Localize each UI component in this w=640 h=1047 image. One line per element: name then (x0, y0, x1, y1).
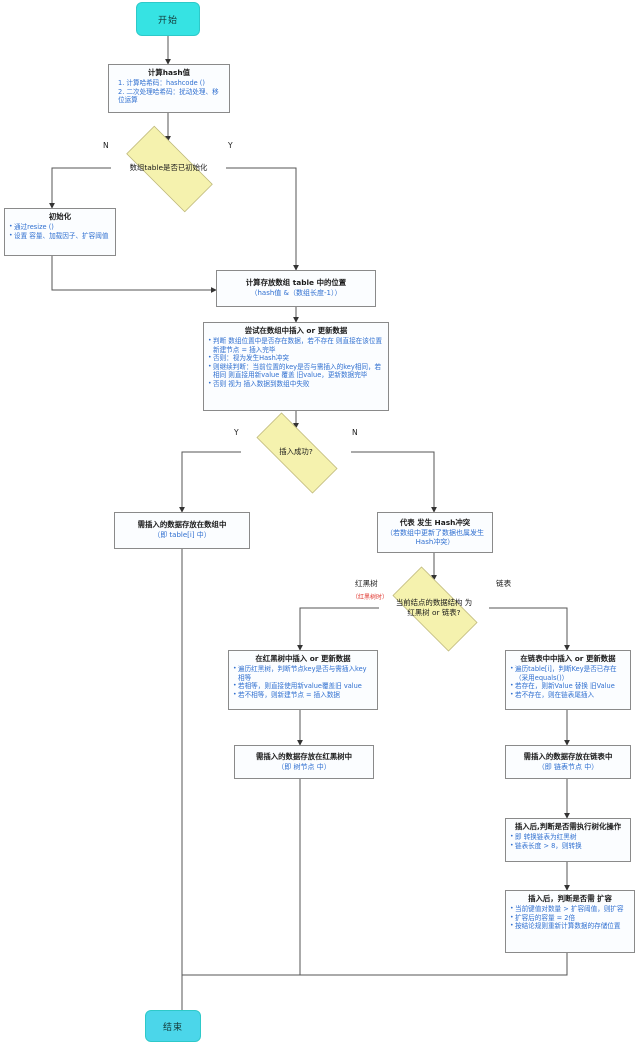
node-list-insert-line-2: 若存在，则新Value 替换 旧Value (510, 682, 626, 691)
node-start: 开始 (136, 2, 200, 36)
node-rbtree-insert-title: 在红黑树中插入 or 更新数据 (255, 654, 351, 663)
node-hash-conflict-sub: （若数组中更新了数据也属发生 Hash冲突） (386, 529, 484, 546)
node-stored-in-list-title: 需插入的数据存放在链表中 (523, 751, 613, 761)
node-rbtree-insert: 在红黑树中插入 or 更新数据 遍历红黑树，判断节点key是否与需插入key 相… (228, 650, 378, 710)
node-treeify-check-title: 插入后,判断是否需执行树化操作 (514, 822, 622, 831)
node-initialize-line-1: 通过resize () (9, 223, 111, 232)
node-list-insert-line-1: 遍历table[i]，判断Key是否已存在（采用equals()） (510, 665, 626, 682)
node-hash-conflict-title: 代表 发生 Hash冲突 (399, 518, 471, 527)
node-try-insert-line-4: 否则 视为 插入数据到数组中失败 (208, 380, 384, 389)
node-list-insert-line-3: 若不存在，则在链表尾插入 (510, 691, 626, 700)
node-decision-node-structure: 当前结点的数据结构 为 红黑树 or 链表? (379, 566, 489, 652)
node-stored-in-array-sub: （即 table[i] 中） (153, 531, 211, 539)
node-hash-conflict: 代表 发生 Hash冲突 （若数组中更新了数据也属发生 Hash冲突） (377, 512, 493, 553)
node-stored-in-rbtree-sub: （即 树节点 中） (277, 762, 331, 771)
node-treeify-check-line-2: 链表长度 > 8，则转换 (510, 842, 626, 851)
node-resize-check-title: 插入后，判断是否需 扩容 (528, 894, 612, 903)
node-treeify-check: 插入后,判断是否需执行树化操作 即 转换链表为红黑树 链表长度 > 8，则转换 (505, 818, 631, 862)
node-calc-hash-line-1: 1. 计算哈希码：hashcode () (118, 79, 205, 87)
node-calc-hash: 计算hash值 1. 计算哈希码：hashcode () 2. 二次处理哈希码：… (108, 64, 230, 113)
node-decision-table-initialized-text: 数组table是否已初始化 (129, 163, 208, 172)
edge-label-structure-rbtree-note: （红黑树时） (352, 594, 389, 601)
node-end: 结束 (145, 1010, 201, 1042)
node-list-insert: 在链表中中插入 or 更新数据 遍历table[i]，判断Key是否已存在（采用… (505, 650, 631, 710)
node-initialize-line-2: 设置 容量、加载因子、扩容阈值 (9, 232, 111, 241)
node-try-insert-title: 尝试在数组中插入 or 更新数据 (244, 326, 348, 335)
node-try-insert-line-1: 判断 数组位置中是否存在数据，若不存在 则直接在该位置新建节点 = 插入完毕 (208, 337, 384, 354)
node-stored-in-list: 需插入的数据存放在链表中 （即 链表节点 中） (505, 745, 631, 779)
node-calc-hash-line-2: 2. 二次处理哈希码：扰动处理、移位运算 (118, 87, 219, 105)
node-decision-insert-success: 插入成功? (241, 412, 351, 494)
node-stored-in-array-title: 需插入的数据存放在数组中 (137, 520, 227, 529)
node-resize-check-line-1: 当前键值对数量 > 扩容阈值，则扩容 (510, 905, 630, 914)
node-decision-node-structure-text-1: 当前结点的数据结构 为 (395, 598, 473, 607)
edge-label-table-init-yes: Y (228, 141, 233, 150)
edge-label-structure-rbtree: 红黑树 (355, 579, 378, 588)
node-resize-check: 插入后，判断是否需 扩容 当前键值对数量 > 扩容阈值，则扩容 扩容后的容量 =… (505, 890, 635, 953)
node-stored-in-array: 需插入的数据存放在数组中 （即 table[i] 中） (114, 512, 250, 549)
node-decision-insert-success-text: 插入成功? (279, 447, 313, 456)
edge-label-table-init-no: N (103, 141, 109, 150)
edge-label-insert-no: N (352, 428, 358, 437)
node-try-insert-line-2: 否则：视为发生Hash冲突 (208, 354, 384, 363)
node-list-insert-title: 在链表中中插入 or 更新数据 (520, 654, 616, 663)
node-initialize: 初始化 通过resize () 设置 容量、加载因子、扩容阈值 (4, 208, 116, 256)
node-rbtree-insert-line-3: 若不相等，则新建节点 = 插入数据 (233, 691, 373, 700)
edge-label-structure-list: 链表 (496, 579, 512, 588)
node-calc-index: 计算存放数组 table 中的位置 （hash值 &（数组长度-1）） (216, 270, 376, 307)
node-calc-index-title: 计算存放数组 table 中的位置 (245, 278, 347, 287)
edge-label-insert-yes: Y (234, 428, 239, 437)
node-rbtree-insert-line-1: 遍历红黑树，判断节点key是否与需插入key 相等 (233, 665, 373, 682)
node-decision-node-structure-text-2: 红黑树 or 链表? (407, 608, 461, 617)
node-treeify-check-line-1: 即 转换链表为红黑树 (510, 833, 626, 842)
node-stored-in-rbtree-title: 需插入的数据存放在红黑树中 (255, 751, 353, 761)
node-try-insert-line-3: 则继续判断：当前位置的key是否与需插入的key相同，若相同 则直接用新valu… (208, 363, 384, 380)
node-initialize-title: 初始化 (48, 212, 72, 221)
node-start-label: 开始 (157, 15, 178, 26)
node-resize-check-line-2: 扩容后的容量 = 2倍 (510, 914, 630, 923)
node-calc-index-sub: （hash值 &（数组长度-1）） (250, 289, 342, 297)
node-stored-in-list-sub: （即 链表节点 中） (537, 762, 599, 771)
node-stored-in-rbtree: 需插入的数据存放在红黑树中 （即 树节点 中） (234, 745, 374, 779)
node-try-insert: 尝试在数组中插入 or 更新数据 判断 数组位置中是否存在数据，若不存在 则直接… (203, 322, 389, 411)
node-rbtree-insert-line-2: 若相等，则直接使用新value覆盖旧 value (233, 682, 373, 691)
node-resize-check-line-3: 按结论规则重新计算数据的存储位置 (510, 922, 630, 931)
node-end-label: 结束 (162, 1022, 183, 1033)
node-decision-table-initialized: 数组table是否已初始化 (111, 125, 226, 213)
node-calc-hash-title: 计算hash值 (147, 68, 191, 77)
